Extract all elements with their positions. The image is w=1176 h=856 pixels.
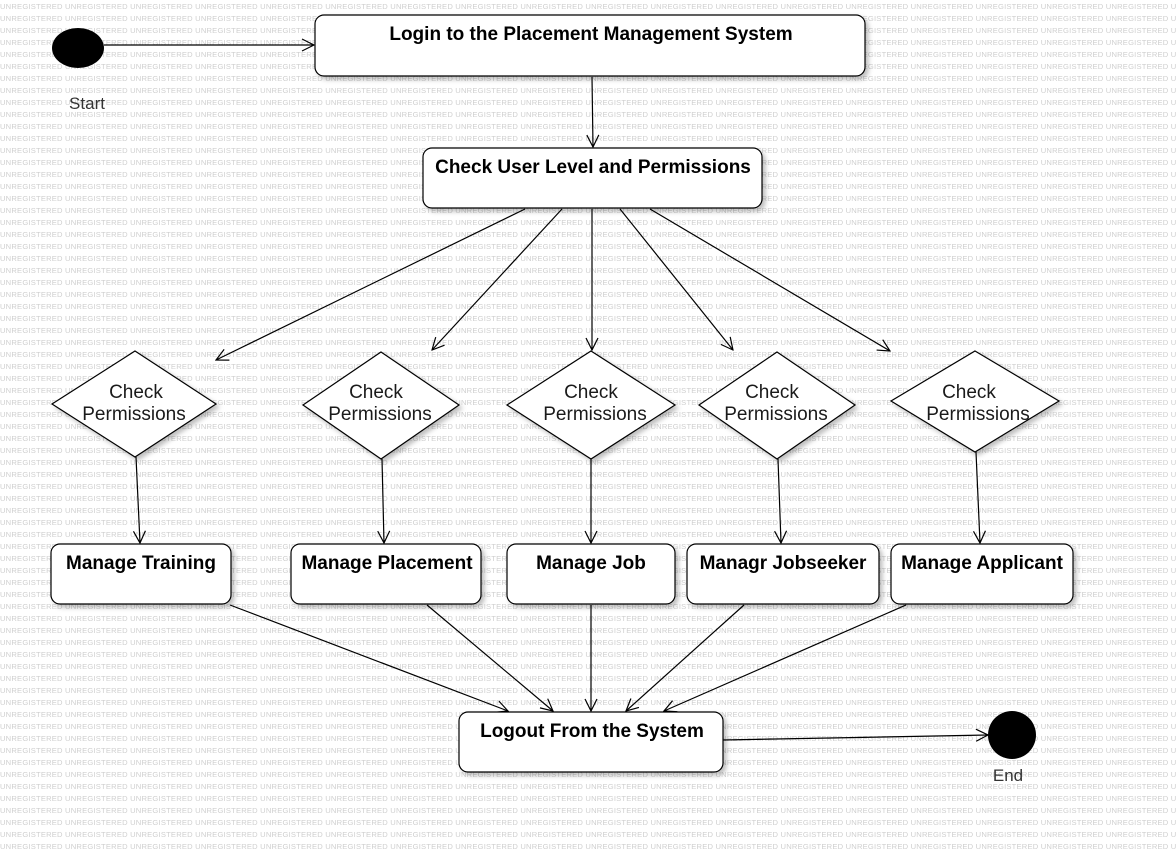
decision-5-line1: Check — [942, 382, 996, 403]
edge-decision-4-managr-jobseeker — [778, 458, 781, 543]
watermark-row: UNREGISTERED UNREGISTERED UNREGISTERED U… — [0, 278, 1176, 287]
watermark-row: UNREGISTERED UNREGISTERED UNREGISTERED U… — [0, 794, 1176, 803]
watermark-row: UNREGISTERED UNREGISTERED UNREGISTERED U… — [0, 218, 1176, 227]
edge-checklevel-decision-5 — [649, 208, 890, 351]
watermark-row: UNREGISTERED UNREGISTERED UNREGISTERED U… — [0, 314, 1176, 323]
end-final-circle — [988, 711, 1036, 759]
watermark-row: UNREGISTERED UNREGISTERED UNREGISTERED U… — [0, 290, 1176, 299]
activity-manage-applicant: Manage Applicant — [890, 543, 1074, 605]
watermark-row: UNREGISTERED UNREGISTERED UNREGISTERED U… — [0, 74, 1176, 83]
start-label: Start — [69, 94, 105, 113]
edge-checklevel-decision-1 — [216, 208, 526, 360]
activity-check-user-level: Check User Level and Permissions — [422, 147, 763, 209]
edge-manage-placement-logout — [426, 604, 553, 711]
end-label: End — [993, 766, 1023, 785]
edge-decision-2-manage-placement — [382, 458, 384, 543]
decision-3-line2: Permissions — [543, 404, 646, 425]
watermark-row: UNREGISTERED UNREGISTERED UNREGISTERED U… — [0, 266, 1176, 275]
activity-check-user-level-label: Check User Level and Permissions — [435, 157, 751, 178]
decision-check-permissions-2: Check Permissions — [301, 351, 461, 460]
watermark-row: UNREGISTERED UNREGISTERED UNREGISTERED U… — [0, 686, 1176, 695]
watermark-row: UNREGISTERED UNREGISTERED UNREGISTERED U… — [0, 122, 1176, 131]
watermark-row: UNREGISTERED UNREGISTERED UNREGISTERED U… — [0, 770, 1176, 779]
watermark-row: UNREGISTERED UNREGISTERED UNREGISTERED U… — [0, 206, 1176, 215]
decision-2-line1: Check — [349, 382, 403, 403]
activity-manage-applicant-label: Manage Applicant — [901, 553, 1064, 574]
watermark-row: UNREGISTERED UNREGISTERED UNREGISTERED U… — [0, 602, 1176, 611]
watermark-row: UNREGISTERED UNREGISTERED UNREGISTERED U… — [0, 782, 1176, 791]
watermark-row: UNREGISTERED UNREGISTERED UNREGISTERED U… — [0, 470, 1176, 479]
watermark-row: UNREGISTERED UNREGISTERED UNREGISTERED U… — [0, 506, 1176, 515]
decision-check-permissions-4: Check Permissions — [697, 351, 857, 460]
decision-1-line1: Check — [109, 382, 163, 403]
decision-5-line2: Permissions — [926, 404, 1029, 425]
watermark-row: UNREGISTERED UNREGISTERED UNREGISTERED U… — [0, 242, 1176, 251]
activity-managr-jobseeker: Managr Jobseeker — [686, 543, 880, 605]
activity-manage-training: Manage Training — [50, 543, 232, 605]
activity-login: Login to the Placement Management System — [314, 14, 866, 77]
decision-4-line1: Check — [745, 382, 799, 403]
watermark-row: UNREGISTERED UNREGISTERED UNREGISTERED U… — [0, 86, 1176, 95]
activity-manage-placement-label: Manage Placement — [301, 553, 473, 574]
edge-decision-1-manage-training — [136, 456, 140, 543]
watermark-row: UNREGISTERED UNREGISTERED UNREGISTERED U… — [0, 662, 1176, 671]
start-node: Start — [52, 28, 105, 113]
start-initial-circle — [52, 28, 104, 68]
edge-logout-end — [722, 735, 988, 740]
watermark-row: UNREGISTERED UNREGISTERED UNREGISTERED U… — [0, 830, 1176, 839]
watermark-row: UNREGISTERED UNREGISTERED UNREGISTERED U… — [0, 614, 1176, 623]
edge-manage-applicant-logout — [664, 604, 907, 711]
activity-managr-jobseeker-label: Managr Jobseeker — [700, 553, 867, 574]
edge-checklevel-decision-2 — [432, 208, 563, 350]
watermark-row: UNREGISTERED UNREGISTERED UNREGISTERED U… — [0, 818, 1176, 827]
watermark-row: UNREGISTERED UNREGISTERED UNREGISTERED U… — [0, 626, 1176, 635]
activity-login-label: Login to the Placement Management System — [389, 24, 792, 45]
watermark-row: UNREGISTERED UNREGISTERED UNREGISTERED U… — [0, 650, 1176, 659]
watermark-row: UNREGISTERED UNREGISTERED UNREGISTERED U… — [0, 482, 1176, 491]
activity-manage-job-label: Manage Job — [536, 553, 646, 574]
activity-logout-label: Logout From the System — [480, 721, 704, 742]
watermark-row: UNREGISTERED UNREGISTERED UNREGISTERED U… — [0, 230, 1176, 239]
watermark-row: UNREGISTERED UNREGISTERED UNREGISTERED U… — [0, 326, 1176, 335]
watermark-row: UNREGISTERED UNREGISTERED UNREGISTERED U… — [0, 98, 1176, 107]
watermark-row: UNREGISTERED UNREGISTERED UNREGISTERED U… — [0, 674, 1176, 683]
edge-checklevel-decision-4 — [619, 208, 733, 350]
watermark-row: UNREGISTERED UNREGISTERED UNREGISTERED U… — [0, 110, 1176, 119]
edges — [104, 45, 988, 740]
decision-4-line2: Permissions — [724, 404, 827, 425]
edge-managr-jobseeker-logout — [626, 604, 745, 711]
watermark-row: UNREGISTERED UNREGISTERED UNREGISTERED U… — [0, 806, 1176, 815]
decision-2-line2: Permissions — [328, 404, 431, 425]
activity-manage-training-label: Manage Training — [66, 553, 216, 574]
decision-check-permissions-5: Check Permissions — [889, 350, 1061, 453]
edge-decision-5-manage-applicant — [976, 451, 980, 543]
edge-login-checklevel — [592, 76, 593, 147]
watermark-row: UNREGISTERED UNREGISTERED UNREGISTERED U… — [0, 2, 1176, 11]
decision-1-line2: Permissions — [82, 404, 185, 425]
watermark-row: UNREGISTERED UNREGISTERED UNREGISTERED U… — [0, 842, 1176, 851]
decision-check-permissions-1: Check Permissions — [50, 350, 218, 458]
watermark-row: UNREGISTERED UNREGISTERED UNREGISTERED U… — [0, 254, 1176, 263]
decision-check-permissions-3: Check Permissions — [505, 350, 677, 460]
end-node: End — [988, 711, 1036, 785]
watermark-row: UNREGISTERED UNREGISTERED UNREGISTERED U… — [0, 854, 1176, 856]
activity-manage-job: Manage Job — [506, 543, 676, 605]
watermark-row: UNREGISTERED UNREGISTERED UNREGISTERED U… — [0, 302, 1176, 311]
watermark-row: UNREGISTERED UNREGISTERED UNREGISTERED U… — [0, 458, 1176, 467]
activity-manage-placement: Manage Placement — [290, 543, 482, 605]
decision-3-line1: Check — [564, 382, 618, 403]
watermark-row: UNREGISTERED UNREGISTERED UNREGISTERED U… — [0, 518, 1176, 527]
edge-manage-training-logout — [229, 604, 508, 711]
activity-logout: Logout From the System — [458, 711, 724, 773]
watermark-row: UNREGISTERED UNREGISTERED UNREGISTERED U… — [0, 638, 1176, 647]
watermark-row: UNREGISTERED UNREGISTERED UNREGISTERED U… — [0, 494, 1176, 503]
